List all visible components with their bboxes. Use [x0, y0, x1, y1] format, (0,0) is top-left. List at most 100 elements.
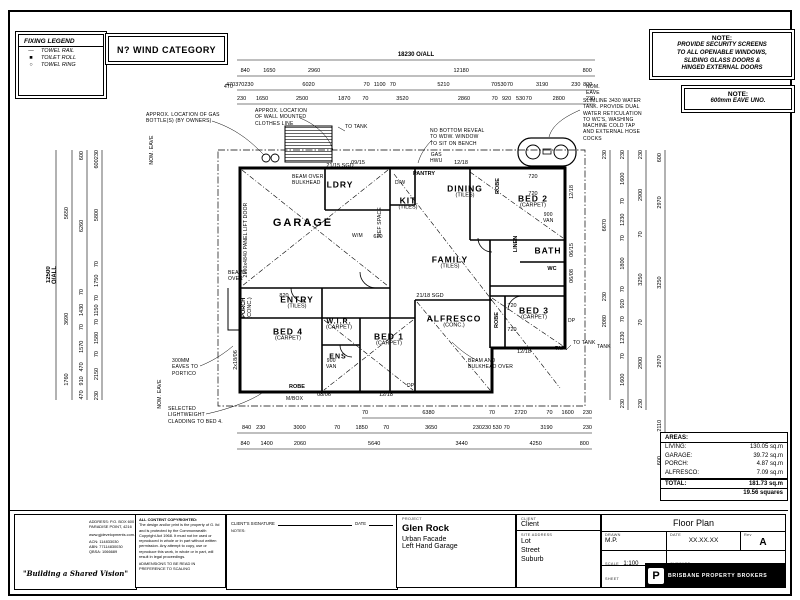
dim-value: 1850 — [355, 425, 368, 431]
internal-walls — [240, 168, 565, 392]
room-dining: DINING(TILES) — [447, 183, 483, 199]
dim-value: 600 — [657, 153, 663, 163]
code-robe-720: 720 — [507, 303, 517, 309]
dim-value: 470 — [79, 362, 85, 372]
dim-470: 470 — [224, 84, 233, 90]
dim-value: 1100 — [373, 82, 386, 88]
code-win-bath: 06/15 — [569, 243, 575, 257]
room-ldry: LDRY — [326, 179, 354, 190]
dim-value: 2060 — [293, 441, 307, 447]
porch-outline — [227, 288, 240, 331]
room-garage: GARAGE — [272, 217, 334, 230]
dim-value: 70 — [94, 350, 100, 357]
dim-value: 6020 — [302, 82, 315, 88]
dim-value: 230 — [244, 82, 254, 88]
drawing-title: Floor Plan — [602, 515, 785, 532]
dim-value: 1870 — [338, 96, 351, 102]
dim-value: 5640 — [368, 441, 381, 447]
room-bed1: BED 1(CARPET) — [373, 331, 405, 347]
dim-value: 230 — [638, 150, 644, 160]
dim-value: 5800 — [94, 208, 100, 221]
dim-value: 3190 — [535, 82, 549, 88]
dim-value: 2080 — [602, 315, 608, 328]
dim-value: 1750 — [94, 274, 100, 288]
company-address: ADDRESS: P.O. BOX 600 PARADISE POINT, 42… — [89, 519, 137, 555]
dim-value: 470 — [79, 390, 85, 400]
clothes-line-note: APPROX. LOCATION OF WALL MOUNTED CLOTHES… — [255, 108, 308, 127]
dim-right-col4: 6002970325029702110600 — [657, 150, 663, 468]
beams-over-label: BEAMS OVER — [228, 270, 247, 283]
room-linen: LINEN — [513, 235, 520, 253]
dim-value: 1230 — [620, 214, 626, 227]
code-door-620: 620 — [373, 234, 383, 240]
dim-value: 370 — [235, 82, 245, 88]
dim-value: 1600 — [620, 172, 626, 185]
room-bath: BATH — [534, 245, 562, 256]
dim-value: 1570 — [79, 340, 85, 353]
vanity-bath-label: 900 VAN — [543, 212, 554, 225]
dim-value: 1650 — [263, 68, 276, 74]
room-porch: PORCH(CONC.) — [241, 297, 253, 319]
dim-value: 70 — [503, 425, 510, 431]
area-row: ALFRESCO:7.09 sq.m — [665, 470, 783, 477]
room-pantry: PANTRY — [413, 171, 435, 178]
dim-value: 230 — [571, 82, 581, 88]
meter-box-label: M/BOX — [286, 396, 304, 402]
signature-line: CLIENT'S SIGNATURE DATE — [227, 515, 397, 526]
dishwasher-label: D/W — [395, 180, 406, 186]
legend-title: FIXING LEGEND — [19, 35, 103, 47]
dim-value: 3690 — [64, 312, 70, 325]
dim-value: 470 — [226, 82, 236, 88]
dim-value: 70 — [620, 353, 626, 360]
area-row: PORCH:4.87 sq.m — [665, 461, 783, 468]
wind-category-label: N? WIND CATEGORY — [117, 45, 216, 55]
nom-eave-top-right: NOM. EAVE — [586, 84, 600, 97]
dim-value: 70 — [383, 425, 390, 431]
signature-field — [277, 519, 353, 526]
dim-value: 600 — [94, 159, 100, 169]
toilet-roll-symbol: ■ — [29, 55, 33, 61]
eave-outline — [217, 149, 586, 407]
dim-value: 230 — [638, 398, 644, 409]
tank-circle — [553, 144, 569, 160]
code-door-820: 820 — [279, 293, 289, 299]
sheet-cell: SHEET — [605, 577, 620, 581]
dim-value: 2970 — [657, 196, 663, 210]
room-entry: ENTRY(TILES) — [280, 294, 314, 310]
dim-value: 230 — [585, 96, 595, 102]
room-wc: WC — [547, 266, 557, 273]
tap-label: TAP — [555, 346, 565, 352]
dim-value: 2150 — [94, 367, 100, 380]
towel-ring-symbol: ○ — [29, 62, 33, 68]
robe-bed4: ROBE — [289, 384, 305, 391]
code-robe-720: 720 — [507, 327, 517, 333]
dim-value: 3520 — [396, 96, 409, 102]
room-bed3: BED 3(CARPET) — [518, 305, 550, 321]
room-bed4: BED 4(CARPET) — [272, 326, 304, 342]
dim-value: 3250 — [638, 272, 644, 286]
dim-lines-vertical — [55, 150, 666, 470]
dim-value: 920 — [501, 96, 512, 102]
nom-eave-left: NOM. EAVE — [148, 135, 155, 165]
code-robe-720: 720 — [528, 191, 538, 197]
dim-value: 70 — [620, 316, 626, 323]
dim-value: 1230 — [620, 331, 626, 344]
dim-value: 230 — [620, 398, 626, 409]
gas-bottles-note: APPROX. LOCATION OF GAS BOTTLE(S) (BY OW… — [146, 112, 220, 125]
tb-signature-cell: CLIENT'S SIGNATURE DATE NOTES: — [226, 514, 398, 590]
tb-copyright-cell: ALL CONTENT COPYRIGHTED: The design and/… — [135, 514, 226, 588]
code-sgd-ldry: 21/15 SGD — [326, 163, 354, 169]
dim-value: 70 — [488, 410, 495, 416]
external-walls — [238, 166, 567, 394]
towel-rail-symbol: — — [28, 48, 34, 54]
code-win-bed4: 2x18/06 — [233, 350, 239, 370]
room-kit: KIT(TILES) — [398, 195, 418, 211]
dim-value: 920 — [620, 299, 626, 310]
eave-note: NOTE: 600mm EAVE UNO. — [684, 88, 792, 110]
